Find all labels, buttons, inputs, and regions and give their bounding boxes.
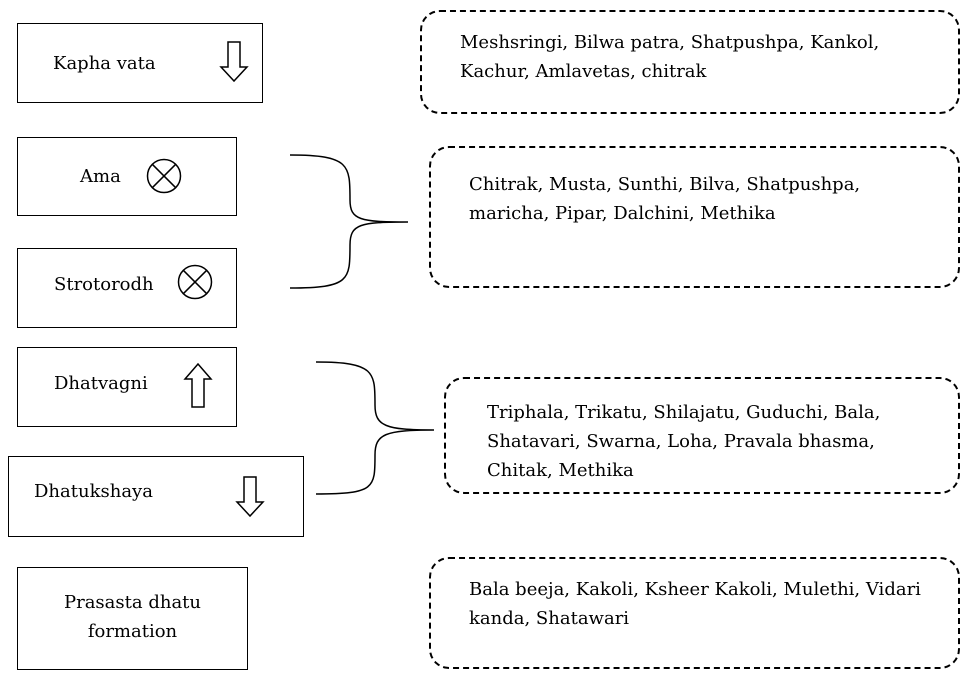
herbs-line: maricha, Pipar, Dalchini, Methika [469, 203, 776, 224]
herbs-box-2: Chitrak, Musta, Sunthi, Bilva, Shatpushp… [429, 146, 960, 288]
strotorodh-label: Strotorodh [54, 274, 154, 295]
herbs-line: Triphala, Trikatu, Shilajatu, Guduchi, B… [487, 402, 881, 423]
herbs-line: Chitak, Methika [487, 460, 634, 481]
strotorodh-box: Strotorodh [17, 248, 237, 328]
arrow-up-icon [183, 363, 213, 408]
dhatvagni-label: Dhatvagni [54, 373, 148, 394]
prasasta-dhatu-box: Prasasta dhatu formation [17, 567, 248, 670]
brace-ama-strotorodh [289, 154, 409, 289]
circled-x-icon [146, 158, 182, 194]
kapha-vata-box: Kapha vata [17, 23, 263, 103]
herbs-line: Shatavari, Swarna, Loha, Pravala bhasma, [487, 431, 875, 452]
arrow-down-icon [219, 41, 249, 83]
prasasta-line-1: Prasasta dhatu [63, 592, 201, 613]
herbs-text-3: Triphala, Trikatu, Shilajatu, Guduchi, B… [487, 398, 880, 485]
herbs-line: Chitrak, Musta, Sunthi, Bilva, Shatpushp… [469, 174, 861, 195]
dhatvagni-box: Dhatvagni [17, 347, 237, 427]
prasasta-line-2: formation [87, 621, 178, 642]
herbs-box-1: Meshsringi, Bilwa patra, Shatpushpa, Kan… [420, 10, 960, 114]
herbs-box-3: Triphala, Trikatu, Shilajatu, Guduchi, B… [444, 377, 960, 494]
kapha-vata-label: Kapha vata [53, 53, 156, 74]
herbs-line: kanda, Shatawari [469, 608, 630, 629]
ama-label: Ama [80, 166, 121, 187]
herbs-text-1: Meshsringi, Bilwa patra, Shatpushpa, Kan… [460, 28, 879, 86]
herbs-text-4: Bala beeja, Kakoli, Ksheer Kakoli, Mulet… [469, 575, 921, 633]
dhatukshaya-box: Dhatukshaya [8, 456, 304, 537]
ama-box: Ama [17, 137, 237, 216]
circled-x-icon [177, 264, 213, 300]
herbs-line: Bala beeja, Kakoli, Ksheer Kakoli, Mulet… [469, 579, 921, 600]
herbs-line: Kachur, Amlavetas, chitrak [460, 61, 707, 82]
dhatukshaya-label: Dhatukshaya [34, 481, 153, 502]
arrow-down-icon [235, 476, 265, 518]
herbs-text-2: Chitrak, Musta, Sunthi, Bilva, Shatpushp… [469, 170, 860, 228]
prasasta-dhatu-label: Prasasta dhatu formation [18, 588, 247, 646]
herbs-box-4: Bala beeja, Kakoli, Ksheer Kakoli, Mulet… [429, 557, 960, 669]
herbs-line: Meshsringi, Bilwa patra, Shatpushpa, Kan… [460, 32, 880, 53]
brace-dhatvagni-dhatukshaya [315, 361, 435, 495]
